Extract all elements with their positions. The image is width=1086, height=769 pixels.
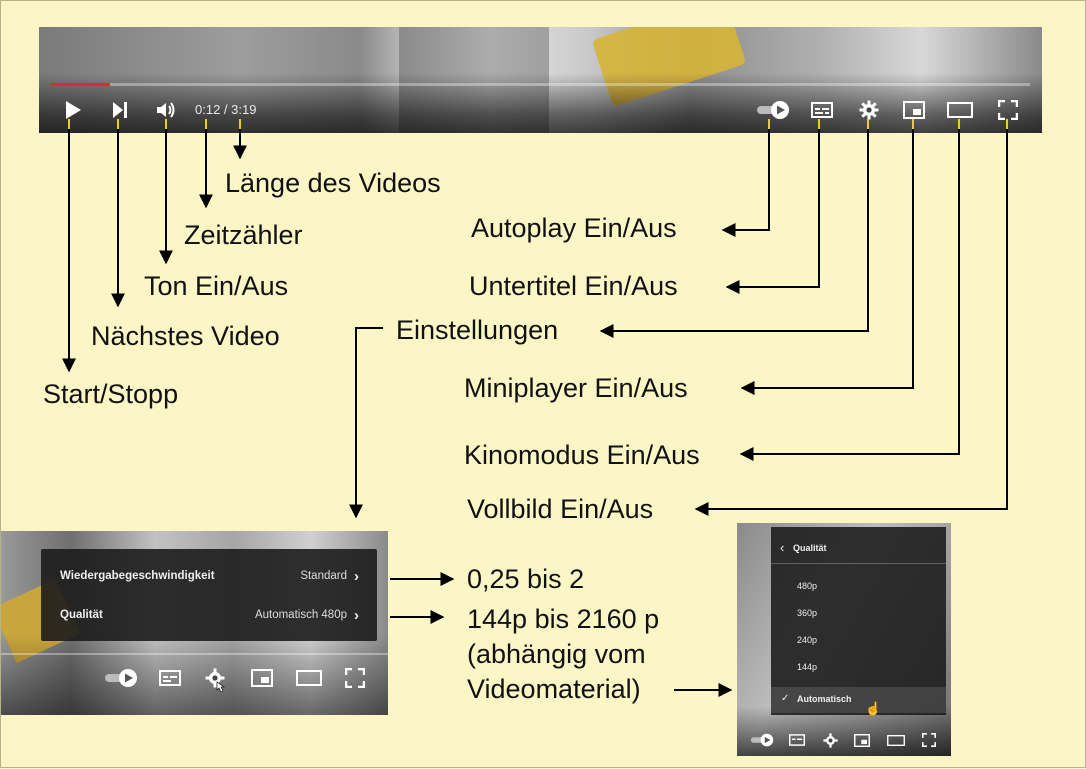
quality-option-selected[interactable]: ✓ Automatisch ☝: [771, 687, 946, 716]
label-quality-note-1: (abhängig vom: [467, 639, 646, 669]
speed-label: Wiedergabegeschwindigkeit: [60, 570, 215, 582]
quality-option[interactable]: 144p: [797, 662, 818, 672]
chevron-right-icon: ›: [354, 567, 359, 585]
label-speed-range: 0,25 bis 2: [467, 564, 585, 594]
progress-bar[interactable]: [51, 83, 1030, 86]
check-icon: ✓: [781, 693, 790, 704]
label-settings: Einstellungen: [396, 315, 559, 345]
fullscreen-icon: [345, 668, 365, 688]
arrow-subtitles: [725, 123, 820, 294]
arrow-settings-panel: [349, 327, 383, 519]
label-video-length: Länge des Videos: [225, 168, 441, 198]
chevron-right-icon: ›: [354, 606, 359, 624]
theater-icon: [887, 734, 905, 746]
menu-item-speed[interactable]: Wiedergabegeschwindigkeit Standard ›: [41, 556, 377, 596]
fullscreen-button[interactable]: [343, 667, 367, 689]
autoplay-toggle-icon: [750, 733, 774, 747]
autoplay-toggle-icon: [105, 669, 137, 687]
autoplay-toggle[interactable]: [749, 731, 775, 749]
arrow-autoplay: [721, 123, 770, 237]
fullscreen-icon: [998, 100, 1018, 120]
progress-bar-fill: [51, 83, 110, 86]
settings-button[interactable]: [204, 667, 228, 695]
subtitles-icon: [789, 734, 805, 746]
subtitles-button[interactable]: [809, 99, 835, 121]
quality-menu-header: Qualität: [793, 543, 827, 553]
settings-button[interactable]: [857, 99, 881, 121]
miniplayer-button[interactable]: [853, 731, 871, 749]
autoplay-toggle-icon: [757, 101, 789, 119]
quality-option[interactable]: 480p: [797, 581, 818, 591]
label-next-video: Nächstes Video: [91, 321, 280, 351]
quality-option[interactable]: 360p: [797, 608, 818, 618]
subtitles-icon: [811, 102, 833, 118]
chevron-left-icon[interactable]: ‹: [780, 540, 785, 555]
quality-option[interactable]: 240p: [797, 635, 818, 645]
autoplay-toggle[interactable]: [755, 99, 791, 121]
miniplayer-icon: [903, 101, 925, 119]
volume-button[interactable]: [155, 99, 177, 121]
label-play-stop: Start/Stopp: [43, 379, 179, 409]
gear-icon: [822, 732, 838, 748]
theater-mode-button[interactable]: [885, 731, 907, 749]
theater-mode-button[interactable]: [294, 667, 324, 689]
theater-mode-button[interactable]: [945, 99, 975, 121]
settings-menu-screenshot: Wiedergabegeschwindigkeit Standard › Qua…: [1, 531, 388, 715]
volume-icon: [157, 102, 175, 118]
cursor-icon: ☝: [865, 701, 882, 716]
arrow-fullscreen: [694, 123, 1008, 516]
theater-icon: [296, 670, 322, 686]
label-quality-note-2: Videomaterial): [467, 674, 641, 704]
speed-value: Standard: [300, 570, 347, 582]
arrow-settings: [599, 123, 869, 338]
time-display: 0:12 / 3:19: [195, 102, 257, 117]
play-icon: [66, 101, 81, 119]
fullscreen-icon: [922, 733, 936, 747]
label-autoplay: Autoplay Ein/Aus: [471, 213, 677, 243]
next-icon: [113, 102, 127, 118]
settings-button[interactable]: [821, 731, 839, 749]
subtitles-icon: [159, 670, 181, 686]
video-player-screenshot: 0:12 / 3:19: [39, 27, 1042, 133]
label-miniplayer: Miniplayer Ein/Aus: [464, 373, 688, 403]
miniplayer-button[interactable]: [901, 99, 927, 121]
fullscreen-button[interactable]: [995, 99, 1021, 121]
next-video-button[interactable]: [110, 99, 130, 121]
settings-menu: Wiedergabegeschwindigkeit Standard › Qua…: [41, 549, 377, 641]
quality-menu-screenshot: ‹ Qualität 480p 360p 240p 144p ✓ Automat…: [737, 523, 951, 756]
label-subtitles: Untertitel Ein/Aus: [469, 271, 678, 301]
miniplayer-icon: [854, 733, 870, 747]
play-button[interactable]: [63, 99, 83, 121]
autoplay-toggle[interactable]: [103, 667, 139, 689]
label-sound: Ton Ein/Aus: [144, 271, 289, 301]
fullscreen-button[interactable]: [920, 731, 938, 749]
label-timer: Zeitzähler: [184, 220, 303, 250]
label-theater: Kinomodus Ein/Aus: [464, 440, 700, 470]
quality-option: Automatisch: [797, 694, 852, 704]
quality-label: Qualität: [60, 609, 103, 621]
miniplayer-icon: [251, 669, 273, 687]
label-quality-range: 144p bis 2160 p: [467, 604, 660, 634]
subtitles-button[interactable]: [788, 731, 806, 749]
quality-menu: ‹ Qualität 480p 360p 240p 144p ✓ Automat…: [771, 527, 946, 716]
arrow-theater: [739, 123, 960, 461]
quality-value: Automatisch 480p: [254, 609, 347, 621]
subtitles-button[interactable]: [157, 667, 183, 689]
gear-icon: [859, 100, 879, 120]
label-fullscreen: Vollbild Ein/Aus: [467, 494, 654, 524]
miniplayer-button[interactable]: [249, 667, 275, 689]
arrow-miniplayer: [740, 123, 914, 395]
menu-item-quality[interactable]: Qualität Automatisch 480p ›: [41, 595, 377, 635]
theater-icon: [947, 102, 973, 118]
gear-icon: [205, 668, 225, 693]
